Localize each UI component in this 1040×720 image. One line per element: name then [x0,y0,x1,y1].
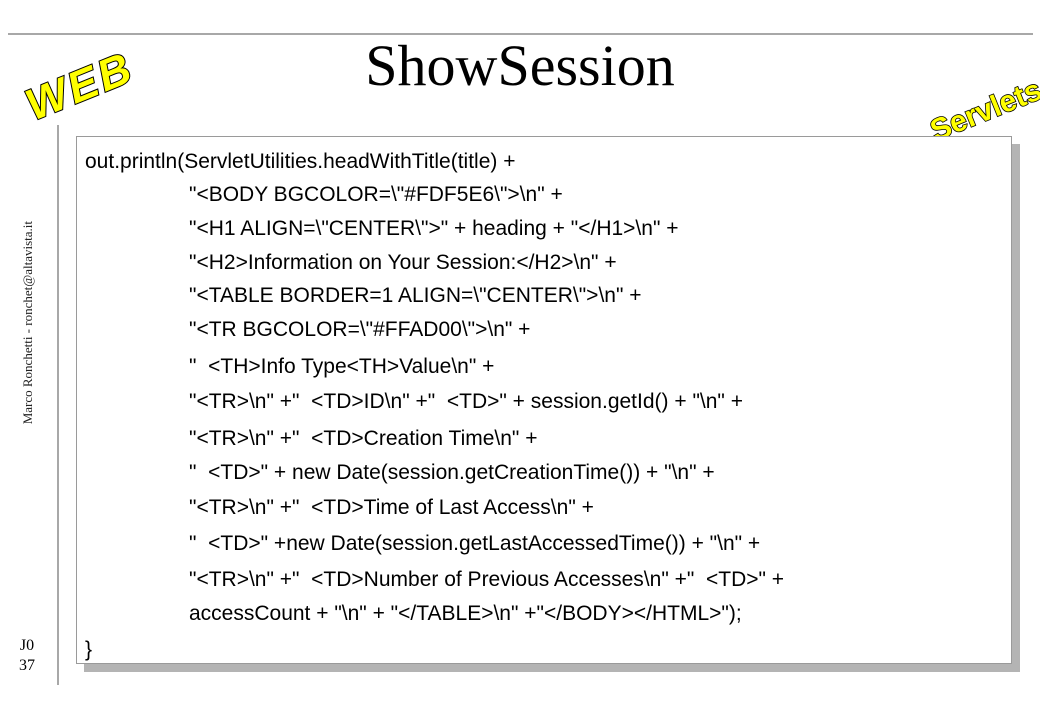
servlets-logo: Servlets [918,38,1040,149]
web-logo-text: WEB [19,43,141,130]
slide-number: J0 37 [12,636,42,676]
slide-number-section: J0 [19,637,35,654]
code-line: out.println(ServletUtilities.headWithTit… [85,150,516,173]
code-line: " <TD>" + new Date(session.getCreationTi… [189,461,715,484]
code-line: } [85,638,93,661]
code-line: "<BODY BGCOLOR=\"#FDF5E6\">\n" + [189,183,563,206]
code-line: "<TR>\n" +" <TD>ID\n" +" <TD>" + session… [189,390,743,413]
code-line: accessCount + "\n" + "</TABLE>\n" +"</BO… [189,602,742,625]
slide-title: ShowSession [365,33,675,98]
top-divider [8,33,1033,35]
left-divider [57,125,59,685]
author-text: Marco Ronchetti - ronchet@altavista.it [20,221,35,425]
code-line: "<TR>\n" +" <TD>Time of Last Access\n" + [189,496,594,519]
code-line: "<TABLE BORDER=1 ALIGN=\"CENTER\">\n" + [189,284,642,307]
code-line: "<H1 ALIGN=\"CENTER\">" + heading + "</H… [189,217,679,240]
code-line: "<TR BGCOLOR=\"#FFAD00\">\n" + [189,318,531,341]
code-line: "<TR>\n" +" <TD>Creation Time\n" + [189,427,538,450]
slide-number-page: 37 [19,657,35,674]
code-line: " <TD>" +new Date(session.getLastAccesse… [189,532,761,555]
code-line: "<H2>Information on Your Session:</H2>\n… [189,251,617,274]
code-line: " <TH>Info Type<TH>Value\n" + [189,355,495,378]
web-logo: WEB [18,42,142,131]
code-line: "<TR>\n" +" <TD>Number of Previous Acces… [189,568,785,591]
code-box: out.println(ServletUtilities.headWithTit… [76,136,1012,664]
